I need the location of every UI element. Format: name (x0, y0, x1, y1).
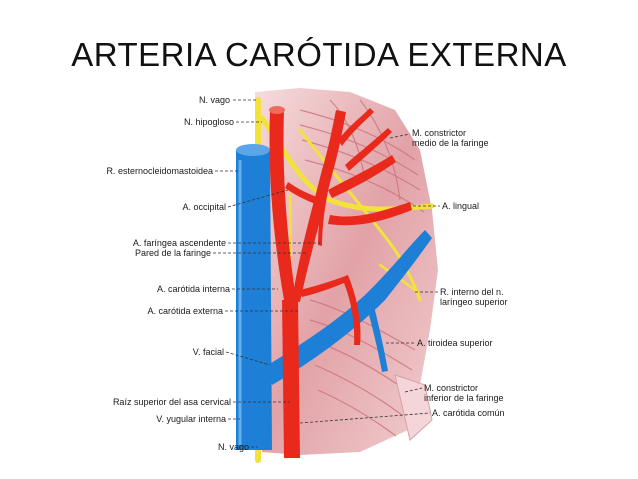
label-vago-bottom: N. vago (217, 442, 249, 452)
label-esternocleidomastoidea: R. esternocleidomastoidea (106, 166, 213, 176)
internal-jugular-vein (236, 144, 272, 450)
label-raiz-asa-cervical: Raíz superior del asa cervical (112, 397, 231, 407)
label-vago-top: N. vago (198, 95, 230, 105)
lingual-artery (328, 202, 412, 226)
label-hipogloso: N. hipogloso (183, 117, 234, 127)
facial-vein (268, 230, 432, 385)
superior-laryngeal-nerve (298, 128, 422, 302)
label-yugular-interna: V. yugular interna (156, 414, 226, 424)
label-faringea-ascendente: A. faríngea ascendente (132, 238, 226, 248)
superior-thyroid-artery (300, 275, 361, 345)
label-laringeo-1: R. interno del n. (440, 287, 504, 297)
label-constrictor-medio-2: medio de la faringe (412, 138, 489, 148)
label-occipital: A. occipital (182, 202, 226, 212)
arteries (269, 106, 412, 458)
label-lingual: A. lingual (442, 201, 480, 211)
leader-lines (213, 99, 440, 448)
occipital-artery (285, 182, 320, 205)
label-facial: V. facial (192, 347, 224, 357)
label-constrictor-inferior-2: inferior de la faringe (424, 393, 504, 403)
label-constrictor-inferior-1: M. constrictor (424, 383, 479, 393)
label-pared-faringe: Pared de la faringe (134, 248, 211, 258)
facial-artery (328, 155, 396, 198)
thyroid-vein (365, 298, 388, 372)
internal-carotid-artery (269, 110, 296, 300)
slide-title: ARTERIA CARÓTIDA EXTERNA (71, 36, 567, 73)
common-carotid-artery (282, 300, 300, 458)
label-carotida-externa: A. carótida externa (147, 306, 223, 316)
label-carotida-interna: A. carótida interna (156, 284, 230, 294)
external-carotid-artery (292, 110, 346, 302)
label-carotida-comun: A. carótida común (432, 408, 505, 418)
label-tiroidea-superior: A. tiroidea superior (417, 338, 493, 348)
label-constrictor-medio-1: M. constrictor (412, 128, 467, 138)
label-laringeo-2: laríngeo superior (440, 297, 508, 307)
ascending-pharyngeal-artery (318, 190, 328, 246)
